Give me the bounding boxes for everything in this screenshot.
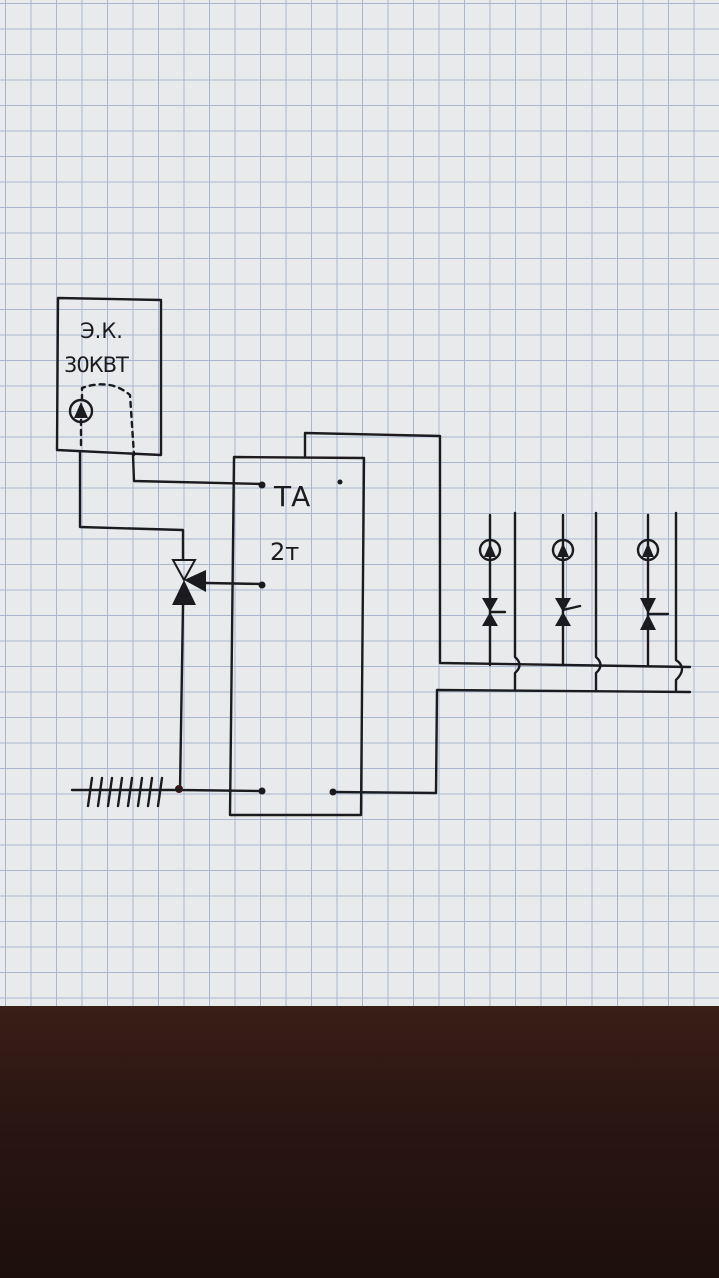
graph-paper [0, 0, 719, 1010]
electric-boiler: Э.К. 30КВТ [55, 296, 163, 457]
boiler-power: 30КВТ [64, 353, 129, 377]
storage-tank: ТА 2т [228, 455, 366, 817]
three-way-valve-icon [171, 559, 206, 605]
tank-volume: 2т [270, 538, 299, 566]
wooden-table [0, 1006, 719, 1278]
heating-circuit-3 [636, 511, 684, 692]
heating-circuit-1 [478, 511, 521, 692]
boiler-pump-icon [68, 398, 94, 424]
heating-schematic: Э.К. 30КВТ ТА 2т [55, 296, 692, 817]
water-inlet-hatch [70, 776, 182, 808]
heating-circuit-2 [551, 511, 602, 692]
boiler-name: Э.К. [80, 319, 123, 343]
tank-name: ТА [273, 480, 310, 513]
